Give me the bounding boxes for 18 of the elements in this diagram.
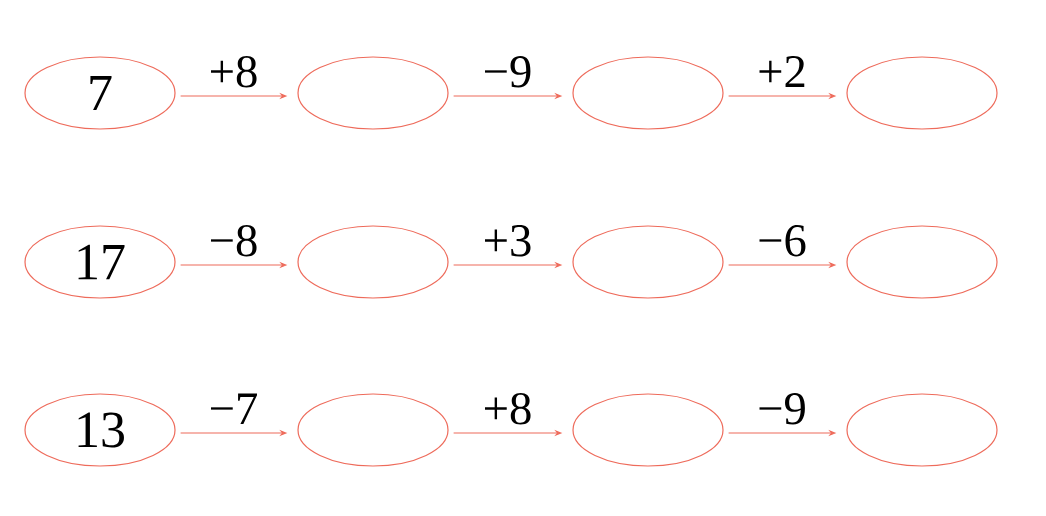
edge-label: −7 (207, 392, 260, 426)
answer-ellipse (572, 56, 724, 130)
edge-label: +8 (481, 391, 534, 426)
answer-ellipse (572, 393, 724, 467)
answer-ellipse (846, 225, 998, 299)
edge-label: +2 (755, 54, 809, 89)
answer-ellipse (846, 56, 998, 130)
answer-ellipse (297, 393, 449, 467)
answer-ellipse (846, 393, 998, 467)
edge-label: +3 (481, 223, 534, 258)
answer-ellipse (297, 225, 449, 299)
edge-label: +8 (207, 54, 260, 89)
edge-label: −9 (755, 391, 809, 426)
edge-label: −6 (755, 223, 809, 258)
edge-label: −8 (207, 223, 260, 258)
answer-ellipse (572, 225, 724, 299)
edge-label: −9 (481, 54, 534, 89)
answer-ellipse (297, 56, 449, 130)
